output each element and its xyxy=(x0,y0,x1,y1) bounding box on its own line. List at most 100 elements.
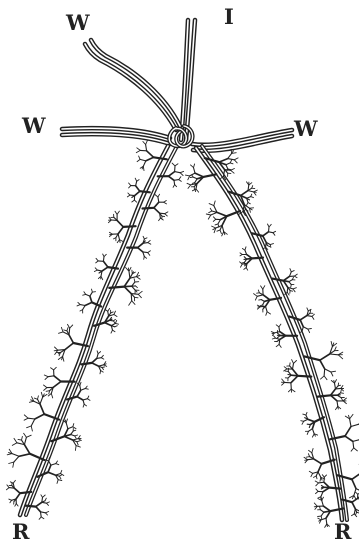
branch-segment xyxy=(148,251,151,253)
branch-segment xyxy=(209,204,214,206)
branch-segment xyxy=(331,395,337,401)
branch-segment xyxy=(356,512,357,514)
branch-segment xyxy=(320,354,330,360)
branch-segment xyxy=(335,383,336,389)
branch-segment xyxy=(165,214,168,216)
branch-segment xyxy=(51,394,52,398)
branch-segment xyxy=(226,165,228,169)
branch-segment xyxy=(83,306,86,310)
branch-segment xyxy=(86,294,90,296)
branch-segment xyxy=(289,282,291,285)
branch-segment xyxy=(105,323,112,326)
branch-segment xyxy=(290,363,291,366)
branch-segment xyxy=(247,203,248,206)
branch-segment xyxy=(263,301,265,304)
branch-segment xyxy=(31,426,32,431)
branch-segment xyxy=(251,197,254,198)
branch-segment xyxy=(174,180,179,181)
branch-segment xyxy=(260,305,262,306)
branch-segment xyxy=(129,183,131,186)
branch-segment xyxy=(294,361,297,364)
branch-segment xyxy=(16,493,20,499)
label-i: I xyxy=(224,6,234,27)
branch-segment xyxy=(352,479,356,488)
branch-segment xyxy=(241,264,243,267)
branch-segment xyxy=(55,347,58,350)
branch-segment xyxy=(113,321,115,323)
branch-segment xyxy=(320,510,323,513)
branch-segment xyxy=(81,389,86,391)
branch-segment xyxy=(114,311,116,314)
branch-segment xyxy=(129,186,131,188)
branch-segment xyxy=(326,518,327,524)
branch-segment xyxy=(83,399,88,400)
branch-segment xyxy=(108,309,110,312)
branch-segment xyxy=(266,312,267,316)
branch-segment xyxy=(13,480,15,483)
branch-segment xyxy=(195,179,197,183)
branch-segment xyxy=(137,159,140,161)
branch-segment xyxy=(350,419,351,427)
branch-segment xyxy=(279,327,280,332)
branch-segment xyxy=(46,391,50,392)
branch-segment xyxy=(77,441,80,442)
branch-segment xyxy=(270,245,271,248)
branch-segment xyxy=(308,454,309,457)
branch-segment xyxy=(92,358,97,363)
branch-segment xyxy=(115,211,117,214)
branch-segment xyxy=(64,330,67,331)
branch-segment xyxy=(138,248,143,252)
branch-segment xyxy=(48,465,51,472)
branch-segment xyxy=(54,350,58,351)
branch-segment xyxy=(139,156,141,159)
branch-segment xyxy=(269,224,271,227)
branch-segment xyxy=(128,268,129,271)
branch-segment xyxy=(143,161,146,166)
branch-segment xyxy=(304,457,308,459)
branch-segment xyxy=(322,500,324,506)
branch-segment xyxy=(108,267,118,269)
branch-segment xyxy=(301,421,304,422)
branch-segment xyxy=(138,243,143,247)
branch-segment xyxy=(248,191,254,192)
branch-segment xyxy=(188,185,191,189)
branch-segment xyxy=(14,456,19,462)
branch-segment xyxy=(309,429,313,432)
branch-segment xyxy=(85,389,88,390)
branch-segment xyxy=(85,302,92,305)
branch-segment xyxy=(351,424,359,426)
branch-segment xyxy=(218,220,220,224)
branch-segment xyxy=(247,258,252,259)
branch-segment xyxy=(45,512,48,513)
branch-segment xyxy=(303,414,306,415)
branch-segment xyxy=(180,173,183,176)
branch-segment xyxy=(320,507,321,510)
branch-segment xyxy=(95,268,97,270)
branch-segment xyxy=(292,360,294,364)
branch-segment xyxy=(331,341,332,346)
branch-segment xyxy=(217,230,220,231)
branch-segment xyxy=(307,308,308,311)
branch-segment xyxy=(298,376,311,377)
branch-segment xyxy=(324,369,325,376)
branch-segment xyxy=(288,389,291,392)
branch-segment xyxy=(327,524,328,527)
branch-segment xyxy=(353,440,359,442)
branch-segment xyxy=(353,441,354,448)
branch-segment xyxy=(193,177,197,179)
branch-segment xyxy=(318,395,331,396)
branch-segment xyxy=(318,472,321,477)
branch-segment xyxy=(117,220,123,227)
branch-segment xyxy=(312,316,314,319)
branch-segment xyxy=(214,201,215,206)
branch-segment xyxy=(173,185,175,188)
branch-segment xyxy=(312,429,314,434)
branch-segment xyxy=(338,406,339,409)
branch-segment xyxy=(83,404,84,407)
branch-segment xyxy=(320,360,325,369)
branch-segment xyxy=(308,329,310,333)
branch-segment xyxy=(195,189,196,192)
branch-segment xyxy=(304,419,308,421)
branch-segment xyxy=(41,512,46,513)
